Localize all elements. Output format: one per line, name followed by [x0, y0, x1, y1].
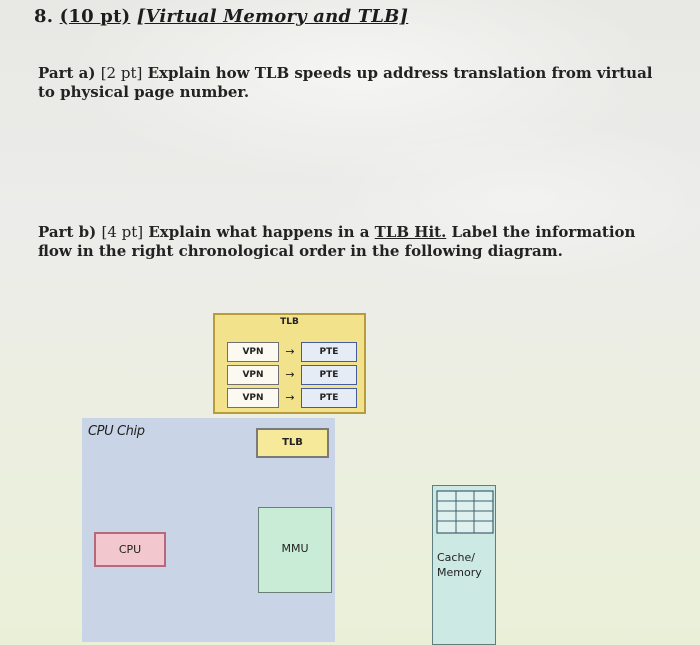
arrow-right-icon: → [285, 391, 295, 404]
question-topic: [Virtual Memory and TLB] [136, 6, 409, 27]
question-title: 8. (10 pt) [Virtual Memory and TLB] [34, 6, 408, 27]
tlb-table-title: TLB [280, 317, 299, 327]
tlb-vpn-cell: VPN [227, 365, 279, 385]
tlb-pte-cell: PTE [301, 342, 357, 362]
part-a-label: Part a) [38, 64, 96, 82]
part-a-paragraph: Part a) [2 pt] Explain how TLB speeds up… [38, 64, 658, 102]
part-b-emphasis: TLB Hit. [374, 223, 447, 241]
tlb-block: TLB [256, 428, 329, 458]
part-a-text: Explain how TLB speeds up address transl… [38, 64, 653, 101]
part-b-text-before: Explain what happens in a [148, 223, 375, 241]
tlb-pte-cell: PTE [301, 365, 357, 385]
tlb-pte-cell: PTE [301, 388, 357, 408]
cpu-chip-label: CPU Chip [88, 424, 145, 439]
cache-label-line2: Memory [437, 566, 482, 579]
mmu-label: MMU [281, 542, 309, 555]
arrow-right-icon: → [285, 345, 295, 358]
arrow-right-icon: → [285, 368, 295, 381]
part-b-points: [4 pt] [101, 223, 144, 241]
tlb-vpn-cell: VPN [227, 342, 279, 362]
cache-label-line1: Cache/ [437, 551, 475, 564]
tlb-table: TLB VPN → PTE VPN → PTE VPN → PTE [213, 313, 366, 414]
part-b-text-after: Label the information flow in the right … [38, 223, 636, 260]
question-points: (10 pt) [59, 6, 131, 27]
part-b-label: Part b) [38, 223, 97, 241]
part-b-paragraph: Part b) [4 pt] Explain what happens in a… [38, 223, 658, 261]
cache-memory-block: Cache/ Memory [432, 485, 496, 645]
part-a-points: [2 pt] [100, 64, 143, 82]
memory-grid-icon [436, 490, 494, 534]
question-number: 8. [34, 6, 54, 27]
mmu-block: MMU [258, 507, 332, 593]
cache-memory-label: Cache/ Memory [437, 550, 482, 580]
tlb-vpn-cell: VPN [227, 388, 279, 408]
cpu-block: CPU [94, 532, 166, 567]
